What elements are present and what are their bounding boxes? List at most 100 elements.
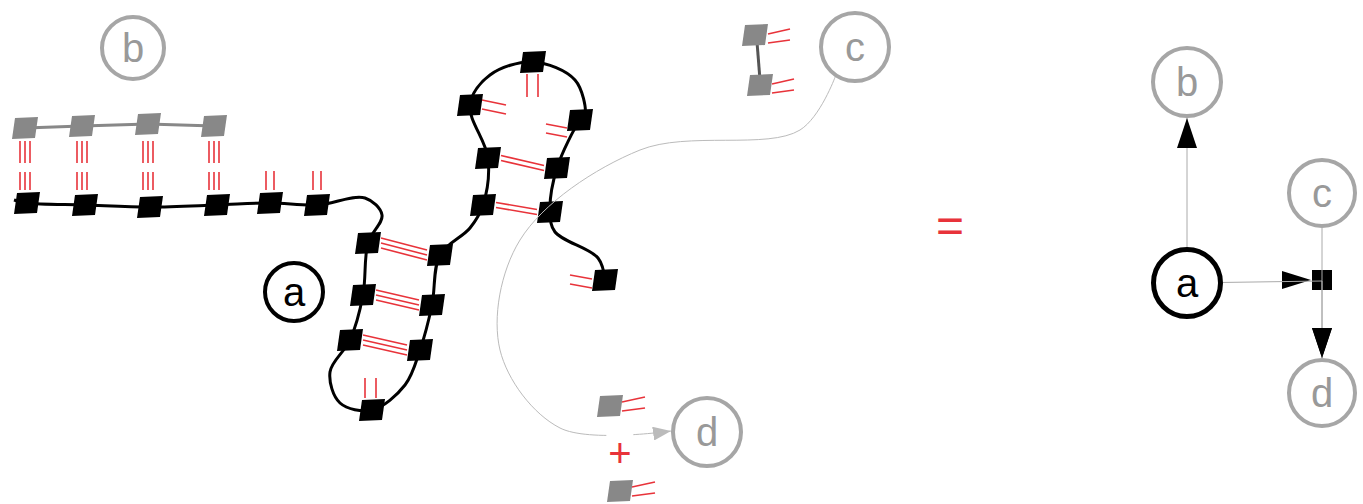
nucleotide-block	[419, 294, 445, 316]
base-pair-tick	[213, 172, 215, 190]
base-pair-tick	[482, 100, 506, 105]
nucleotide-block	[597, 395, 623, 417]
base-pair-tick	[768, 29, 790, 34]
nucleotide-block	[14, 192, 40, 214]
base-pair-tick	[375, 378, 377, 398]
symbol-label: +	[606, 433, 633, 473]
base-pair-tick	[546, 124, 567, 128]
base-pair-tick	[501, 161, 544, 171]
node-label: a	[1176, 263, 1198, 303]
base-pair-tick	[772, 79, 794, 84]
strand-backbone	[25, 124, 214, 128]
label-circle: b	[100, 15, 166, 81]
node-label: c	[845, 27, 865, 67]
node-label: c	[1312, 173, 1332, 213]
nucleotide-block	[69, 115, 95, 137]
nucleotide-block	[350, 284, 376, 306]
base-pair-tick	[320, 171, 322, 190]
base-pair-tick	[19, 172, 21, 190]
base-pair-tick	[86, 141, 88, 163]
base-pair-tick	[265, 171, 267, 190]
rna-backbone	[14, 62, 605, 411]
base-pair-tick	[152, 141, 154, 163]
label-circle: c	[819, 11, 891, 83]
base-pair-tick	[376, 300, 419, 310]
base-pair-tick	[24, 141, 26, 163]
label-circle: c	[1287, 158, 1357, 228]
base-pair-tick	[208, 141, 210, 163]
base-pair-tick	[24, 172, 26, 190]
nucleotide-block	[470, 194, 496, 216]
base-pair-tick	[376, 290, 419, 300]
base-pair-tick	[312, 171, 314, 190]
base-pair-tick	[208, 172, 210, 190]
nucleotide-block	[137, 196, 163, 218]
nucleotide-block	[520, 51, 546, 73]
base-pair-tick	[632, 493, 655, 496]
base-pair-tick	[218, 172, 220, 190]
nucleotide-block	[359, 399, 385, 421]
base-pair-tick	[526, 74, 528, 97]
base-pair-tick	[142, 172, 144, 190]
label-circle: a	[1151, 247, 1223, 319]
nucleotide-block	[355, 232, 381, 254]
connector-arrow	[1223, 281, 1322, 358]
base-pair-tick	[273, 171, 275, 190]
strand-backbone	[757, 42, 760, 80]
label-circle: a	[263, 261, 325, 323]
base-pair-tick	[501, 156, 544, 166]
nucleotide-block	[475, 147, 501, 169]
nucleotide-block	[537, 201, 563, 223]
base-pair-tick	[632, 482, 655, 487]
nucleotide-block	[457, 94, 483, 116]
nucleotide-block	[337, 329, 363, 351]
node-label: d	[1311, 373, 1333, 413]
base-pair-tick	[537, 74, 539, 97]
nucleotide-block	[257, 192, 283, 214]
base-pair-tick	[147, 141, 149, 163]
base-pair-tick	[364, 378, 366, 398]
label-circle: b	[1151, 46, 1223, 118]
nucleotide-block	[201, 115, 227, 137]
connector-arrow	[497, 77, 835, 435]
node-label: b	[1176, 62, 1198, 102]
base-pair-tick	[81, 141, 83, 163]
nucleotide-block	[72, 194, 98, 216]
base-pair-tick	[86, 172, 88, 190]
base-pair-tick	[570, 284, 592, 288]
base-pair-tick	[142, 141, 144, 163]
nucleotide-block	[544, 157, 570, 179]
base-pair-tick	[363, 345, 407, 355]
node-label: a	[283, 272, 305, 312]
base-pair-tick	[213, 141, 215, 163]
nucleotide-block	[407, 339, 433, 361]
nucleotide-block	[607, 480, 633, 502]
base-pair-tick	[218, 141, 220, 163]
base-pair-tick	[622, 397, 645, 402]
base-pair-tick	[76, 172, 78, 190]
nucleotide-blocks	[12, 24, 773, 502]
junction-arrowhead	[1282, 271, 1311, 289]
label-circle: d	[671, 396, 743, 468]
node-label: b	[122, 28, 144, 68]
nucleotide-block	[12, 117, 38, 139]
base-pair-tick	[622, 408, 645, 411]
label-circle: d	[1287, 358, 1357, 428]
base-pair-tick	[772, 90, 794, 93]
nucleotide-block	[747, 74, 773, 96]
base-pair-tick	[482, 109, 506, 114]
base-pair-tick	[29, 141, 31, 163]
base-pair-tick	[376, 295, 419, 305]
nucleotide-block	[427, 244, 453, 266]
base-pair-tick	[152, 172, 154, 190]
base-pair-tick	[546, 133, 567, 137]
connector-arrow	[1187, 118, 1188, 247]
base-pair-tick	[147, 172, 149, 190]
base-pair-tick	[570, 275, 592, 279]
base-pair-tick	[768, 40, 790, 43]
base-pair-ticks	[20, 29, 794, 496]
nucleotide-block	[135, 113, 161, 135]
base-pair-tick	[363, 335, 407, 345]
node-label: d	[696, 412, 718, 452]
